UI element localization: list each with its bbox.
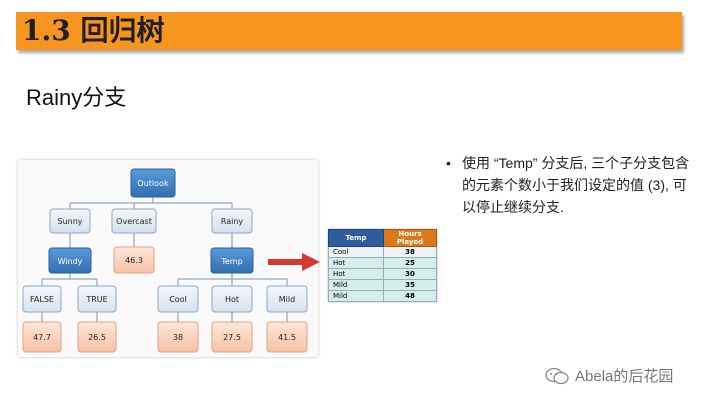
overcast-node bbox=[111, 208, 157, 234]
cool-node bbox=[157, 285, 199, 313]
table-row: Hot 30 bbox=[328, 268, 437, 280]
bullet-dot-icon: • bbox=[446, 155, 451, 171]
table-row: Cool 38 bbox=[328, 246, 437, 258]
table-row: Mild 48 bbox=[328, 290, 437, 302]
table-cell-hours: 35 bbox=[383, 279, 437, 291]
watermark: Abela的后花园 bbox=[545, 365, 673, 386]
tree-connectors bbox=[41, 197, 288, 322]
title-bar: 1.3 回归树 bbox=[16, 12, 682, 50]
overcast-value-leaf bbox=[113, 246, 155, 274]
rainy-node bbox=[211, 208, 253, 234]
table-header-hours: Hours Played bbox=[383, 229, 437, 247]
temp-hours-table: Temp Hours Played Cool 38 Hot 25 Hot 30 … bbox=[328, 229, 437, 302]
outlook-node-label: Outlook bbox=[137, 179, 169, 188]
mild-value-label: 41.5 bbox=[278, 333, 296, 342]
sunny-node-label: Sunny bbox=[57, 217, 82, 226]
cool-value-label: 38 bbox=[173, 333, 183, 342]
watermark-text: Abela的后花园 bbox=[575, 368, 674, 385]
arrow-right-icon bbox=[268, 253, 320, 271]
table-cell-temp: Hot bbox=[328, 257, 384, 269]
false-value-leaf bbox=[22, 321, 62, 353]
true-node-label: TRUE bbox=[85, 295, 107, 304]
table-cell-temp: Hot bbox=[328, 268, 384, 280]
overcast-node-label: Overcast bbox=[116, 217, 152, 226]
table-cell-hours: 38 bbox=[383, 246, 437, 258]
bullet-text: 使用 “Temp” 分支后, 三个子分支包含的元素个数小于我们设定的值 (3),… bbox=[462, 155, 690, 215]
table-cell-hours: 25 bbox=[383, 257, 437, 269]
true-value-leaf bbox=[77, 321, 117, 353]
slide-title: 1.3 回归树 bbox=[22, 14, 165, 47]
table-row: Hot 25 bbox=[328, 257, 437, 269]
table-cell-temp: Mild bbox=[328, 279, 384, 291]
windy-node bbox=[48, 247, 92, 274]
hot-value-leaf bbox=[211, 321, 253, 353]
overcast-value-label: 46.3 bbox=[125, 256, 143, 265]
table-cell-temp: Mild bbox=[328, 290, 384, 302]
sunny-node bbox=[49, 208, 91, 234]
mild-node-label: Mild bbox=[279, 295, 295, 304]
true-node bbox=[77, 285, 117, 313]
temp-node bbox=[210, 247, 254, 274]
mild-node bbox=[266, 285, 308, 313]
table-cell-hours: 30 bbox=[383, 268, 437, 280]
table-cell-temp: Cool bbox=[328, 246, 384, 258]
false-node-label: FALSE bbox=[30, 295, 54, 304]
table-cell-hours: 48 bbox=[383, 290, 437, 302]
cool-value-leaf bbox=[157, 321, 199, 353]
hot-value-label: 27.5 bbox=[223, 333, 241, 342]
hot-node bbox=[211, 285, 253, 313]
true-value-label: 26.5 bbox=[88, 333, 106, 342]
slide-subtitle: Rainy分支 bbox=[26, 85, 127, 110]
table-header-temp: Temp bbox=[328, 229, 384, 247]
outlook-node bbox=[130, 168, 176, 198]
temp-node-label: Temp bbox=[220, 257, 242, 266]
false-value-label: 47.7 bbox=[33, 333, 51, 342]
hot-node-label: Hot bbox=[225, 295, 239, 304]
windy-node-label: Windy bbox=[58, 257, 83, 266]
wechat-icon bbox=[545, 367, 569, 384]
mild-value-leaf bbox=[266, 321, 308, 353]
rainy-node-label: Rainy bbox=[221, 217, 244, 226]
cool-node-label: Cool bbox=[169, 295, 187, 304]
table-row: Mild 35 bbox=[328, 279, 437, 291]
table-header-row: Temp Hours Played bbox=[328, 229, 437, 247]
false-node bbox=[22, 285, 62, 313]
